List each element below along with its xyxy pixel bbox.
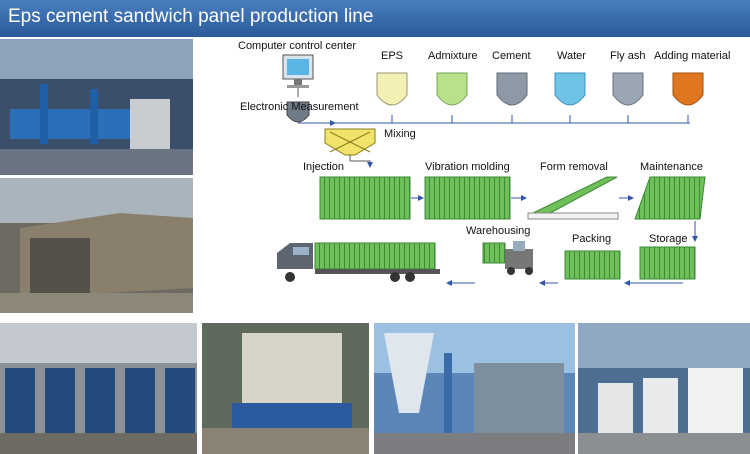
material-label-adding: Adding material [654, 50, 731, 62]
panel-mold-photo [202, 323, 369, 454]
form-removal-icon [527, 176, 619, 220]
silo-plant-photo [374, 323, 575, 454]
measurement-label: Electronic Measurement [240, 101, 359, 113]
mixing-label: Mixing [384, 128, 416, 140]
production-flow-diagram [277, 54, 706, 286]
curing-tunnel-photo [0, 178, 193, 313]
page-title: Eps cement sandwich panel production lin… [8, 6, 374, 27]
step-label-vibration: Vibration molding [425, 161, 510, 173]
measurement-tank-icon [286, 101, 310, 123]
mixer-icon [324, 128, 376, 161]
eps-tank-icon [376, 72, 408, 106]
step-label-packing: Packing [572, 233, 612, 245]
admixture-tank-icon [436, 72, 468, 106]
material-label-eps: EPS [381, 50, 404, 62]
title-banner: Eps cement sandwich panel production lin… [0, 0, 750, 37]
step-label-warehousing: Warehousing [466, 225, 531, 237]
water-tank-icon [554, 72, 586, 106]
material-label-admixture: Admixture [428, 50, 478, 62]
forklift-icon [482, 241, 533, 275]
step-label-maintenance: Maintenance [640, 161, 703, 173]
material-label-cement: Cement [492, 50, 531, 62]
adding-material-tank-icon [672, 72, 704, 106]
flyash-tank-icon [612, 72, 644, 106]
truck-icon [277, 242, 440, 282]
material-label-flyash: Fly ash [610, 50, 646, 62]
factory-machinery-photo [0, 39, 193, 175]
panel-storage-photo [578, 323, 750, 454]
autoclave-row-photo [0, 323, 197, 454]
step-label-injection: Injection [303, 161, 344, 173]
cement-tank-icon [496, 72, 528, 106]
storage-stack-icon [639, 246, 696, 280]
maintenance-panel-icon [634, 176, 706, 220]
vibration-panel-icon [424, 176, 511, 220]
step-label-form-removal: Form removal [540, 161, 608, 173]
control-center-label: Computer control center [238, 40, 356, 52]
step-label-storage: Storage [649, 233, 688, 245]
injection-panel-icon [319, 176, 411, 220]
material-label-water: Water [557, 50, 586, 62]
packing-stack-icon [564, 250, 621, 280]
computer-icon [282, 54, 314, 88]
